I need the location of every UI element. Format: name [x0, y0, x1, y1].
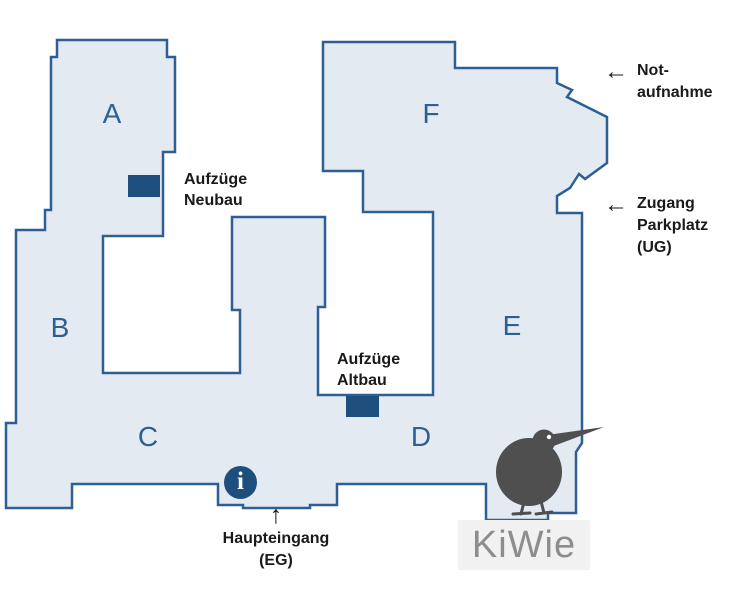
label-zugang-parkplatz: Zugang Parkplatz (UG) [637, 195, 709, 256]
arrow-left-icon: ← [604, 191, 628, 218]
arrow-left-icon: ← [604, 58, 628, 85]
section-label-e: E [502, 310, 522, 341]
elevator-altbau-marker [346, 396, 379, 417]
section-label-b: B [50, 312, 70, 343]
section-label-f: F [422, 98, 440, 129]
label-aufzuege-altbau: Aufzüge Altbau [337, 351, 401, 389]
label-aufzuege-neubau: Aufzüge Neubau [184, 171, 248, 209]
kiwi-bird-icon [496, 427, 604, 516]
section-label-d: D [410, 421, 432, 452]
info-icon: i [224, 466, 257, 499]
arrow-up-icon: ↑ [269, 501, 283, 529]
building-outline [4, 38, 609, 522]
label-haupteingang: Haupteingang (EG) [222, 530, 330, 569]
info-icon-glyph: i [237, 468, 244, 495]
elevator-neubau-marker [128, 175, 160, 197]
section-label-a: A [102, 98, 122, 129]
kiwie-logo: KiWie [458, 520, 590, 570]
label-notaufnahme: Not- aufnahme [637, 62, 713, 101]
section-label-c: C [137, 421, 159, 452]
kiwie-logo-text: KiWie [471, 524, 577, 566]
